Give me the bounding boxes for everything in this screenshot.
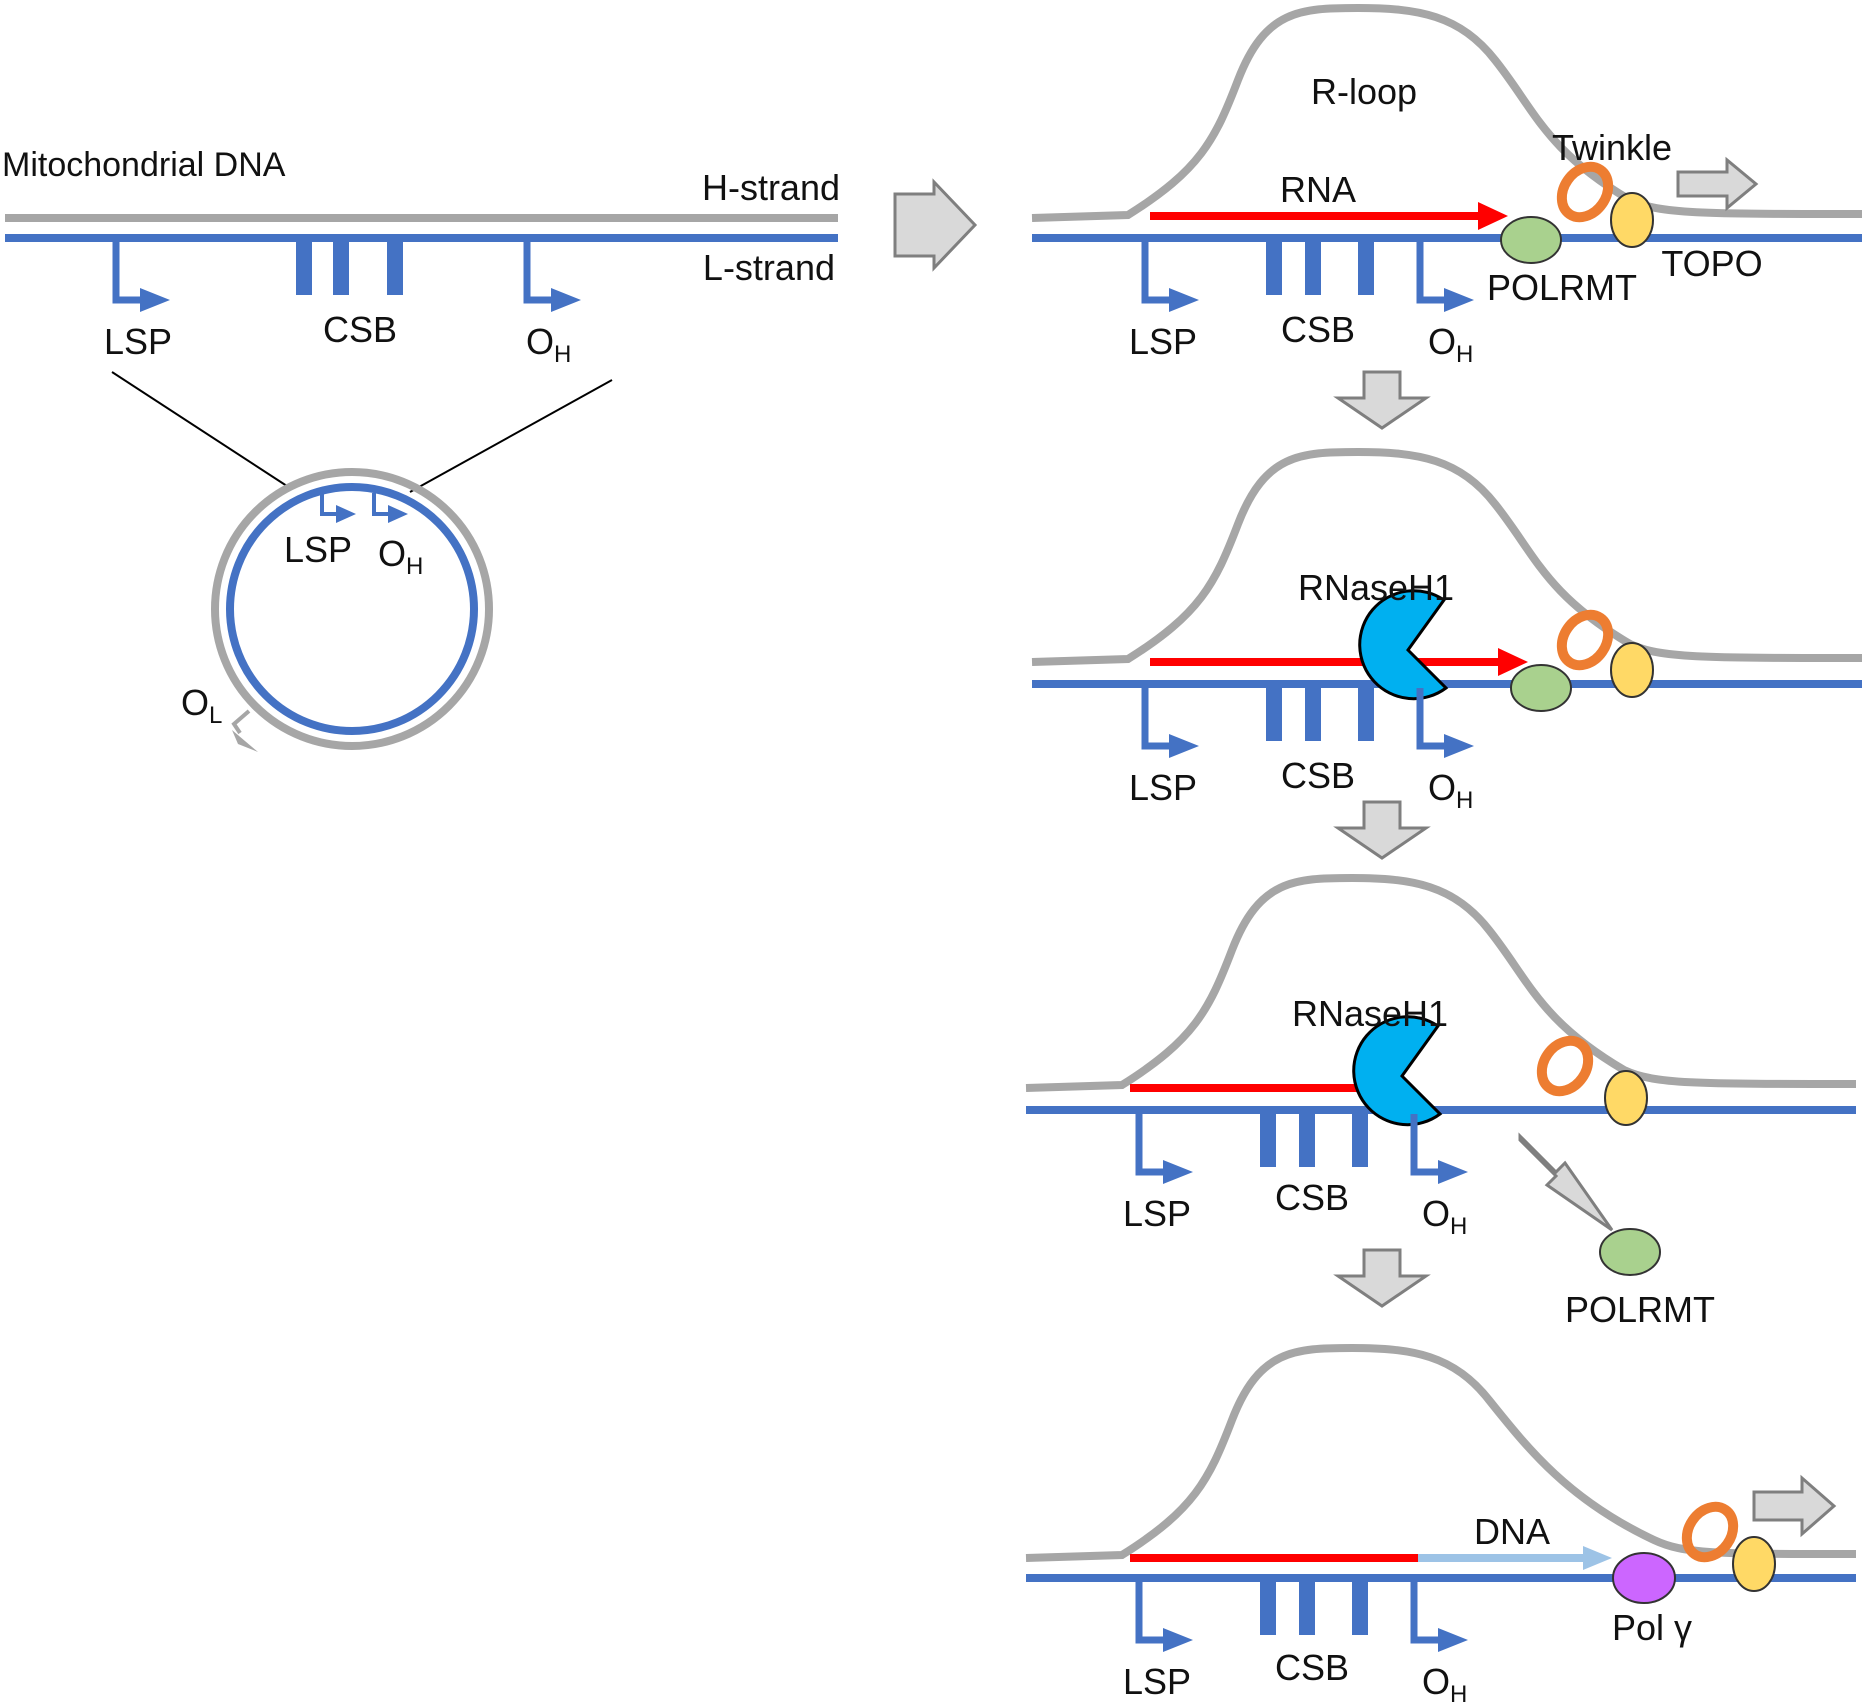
circular-mtdna: LSP OH OL bbox=[181, 468, 493, 752]
step-arrow-icon bbox=[1333, 1248, 1431, 1308]
circle-h-strand bbox=[211, 468, 493, 750]
panel-2-rnaseh1-binding: RNaseH1 LSP CSB OH bbox=[1031, 447, 1863, 814]
twinkle-icon bbox=[1681, 1501, 1739, 1563]
csb-label: CSB bbox=[1281, 755, 1355, 796]
csb-label: CSB bbox=[323, 309, 397, 350]
rnaseh1-label: RNaseH1 bbox=[1298, 567, 1454, 608]
step-arrow-icon bbox=[1333, 800, 1431, 860]
lsp-label: LSP bbox=[1129, 321, 1197, 362]
oh-label: OH bbox=[1422, 1661, 1467, 1704]
lsp-promoter: LSP bbox=[104, 242, 172, 362]
pol-gamma-label: Pol γ bbox=[1612, 1607, 1692, 1648]
csb-label: CSB bbox=[1275, 1177, 1349, 1218]
circle-ol-label: OL bbox=[181, 682, 222, 729]
csb-bar bbox=[296, 242, 312, 295]
left-panel: Mitochondrial DNA H-strand L-strand LSP … bbox=[2, 146, 840, 752]
circle-oh-label: OH bbox=[378, 533, 423, 580]
twinkle-icon bbox=[1536, 1035, 1594, 1097]
l-strand-label: L-strand bbox=[703, 247, 835, 288]
topo-icon bbox=[1610, 642, 1654, 698]
topo-label: TOPO bbox=[1661, 243, 1762, 284]
csb-label: CSB bbox=[1275, 1647, 1349, 1688]
panel-4-dna-synthesis: DNA LSP CSB OH Pol γ bbox=[1025, 1343, 1857, 1704]
oh-label: OH bbox=[1428, 767, 1473, 814]
csb-bar bbox=[333, 242, 349, 295]
csb-label: CSB bbox=[1281, 309, 1355, 350]
released-polrmt-icon bbox=[1599, 1228, 1661, 1276]
h-strand-rloop bbox=[1031, 447, 1863, 666]
lsp-label: LSP bbox=[1129, 767, 1197, 808]
oh-origin: OH bbox=[523, 242, 581, 368]
oh-label: OH bbox=[526, 321, 571, 368]
lsp-arrow-icon bbox=[112, 242, 140, 304]
rna-arrowhead-icon bbox=[1478, 202, 1508, 230]
released-polrmt-label: POLRMT bbox=[1565, 1289, 1715, 1330]
oh-label: OH bbox=[1422, 1193, 1467, 1240]
panel-3-polrmt-release: RNaseH1 LSP CSB OH POLRMT bbox=[1025, 873, 1857, 1330]
diagram-title: Mitochondrial DNA bbox=[2, 146, 286, 184]
csb-boxes: CSB bbox=[296, 242, 403, 350]
polrmt-label: POLRMT bbox=[1487, 267, 1637, 308]
topo-icon bbox=[1610, 192, 1654, 248]
h-strand-rloop bbox=[1025, 1343, 1857, 1562]
oh-arrow-icon bbox=[523, 242, 551, 304]
polrmt-icon bbox=[1500, 216, 1562, 264]
progress-arrow-icon bbox=[1676, 156, 1759, 212]
transition-arrow-icon bbox=[893, 178, 978, 272]
oh-label: OH bbox=[1428, 321, 1473, 368]
zoom-line bbox=[409, 379, 613, 493]
pol-gamma-icon bbox=[1612, 1552, 1676, 1604]
rna-label: RNA bbox=[1280, 169, 1356, 210]
release-arrow-icon bbox=[1518, 1132, 1614, 1232]
dna-label: DNA bbox=[1474, 1511, 1550, 1552]
rloop-label: R-loop bbox=[1311, 71, 1417, 112]
h-strand-rloop bbox=[1025, 873, 1857, 1092]
lsp-label: LSP bbox=[1123, 1193, 1191, 1234]
circle-l-strand bbox=[226, 483, 478, 735]
progress-arrow-icon bbox=[1752, 1474, 1837, 1538]
topo-icon bbox=[1604, 1070, 1648, 1126]
zoom-line bbox=[111, 371, 291, 489]
rnaseh1-label: RNaseH1 bbox=[1292, 993, 1448, 1034]
panel-1-transcription: RNA R-loop LSP CSB OH POLRMT Twinkle TOP… bbox=[1031, 3, 1863, 368]
step-arrow-icon bbox=[1333, 370, 1431, 430]
twinkle-label: Twinkle bbox=[1552, 127, 1672, 168]
circle-lsp-label: LSP bbox=[284, 529, 352, 570]
lsp-label: LSP bbox=[104, 321, 172, 362]
lsp-label: LSP bbox=[1123, 1661, 1191, 1702]
csb-bar bbox=[387, 242, 403, 295]
h-strand-label: H-strand bbox=[702, 167, 840, 208]
polrmt-icon bbox=[1510, 664, 1572, 712]
twinkle-icon bbox=[1556, 609, 1614, 671]
topo-icon bbox=[1732, 1536, 1776, 1592]
twinkle-icon bbox=[1556, 161, 1614, 223]
